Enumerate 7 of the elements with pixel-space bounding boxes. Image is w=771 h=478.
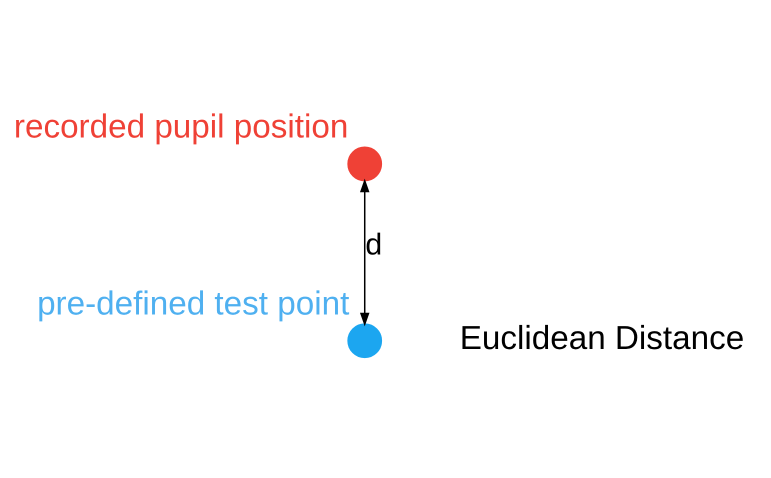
node-circle: [347, 146, 382, 181]
node-circle: [347, 322, 382, 358]
arrow: [360, 178, 370, 326]
label: Euclidean Distance: [460, 320, 744, 357]
node-label: recorded pupil position: [14, 108, 348, 146]
edge-label: d: [365, 228, 382, 262]
node-label: pre-defined test point: [37, 284, 350, 322]
